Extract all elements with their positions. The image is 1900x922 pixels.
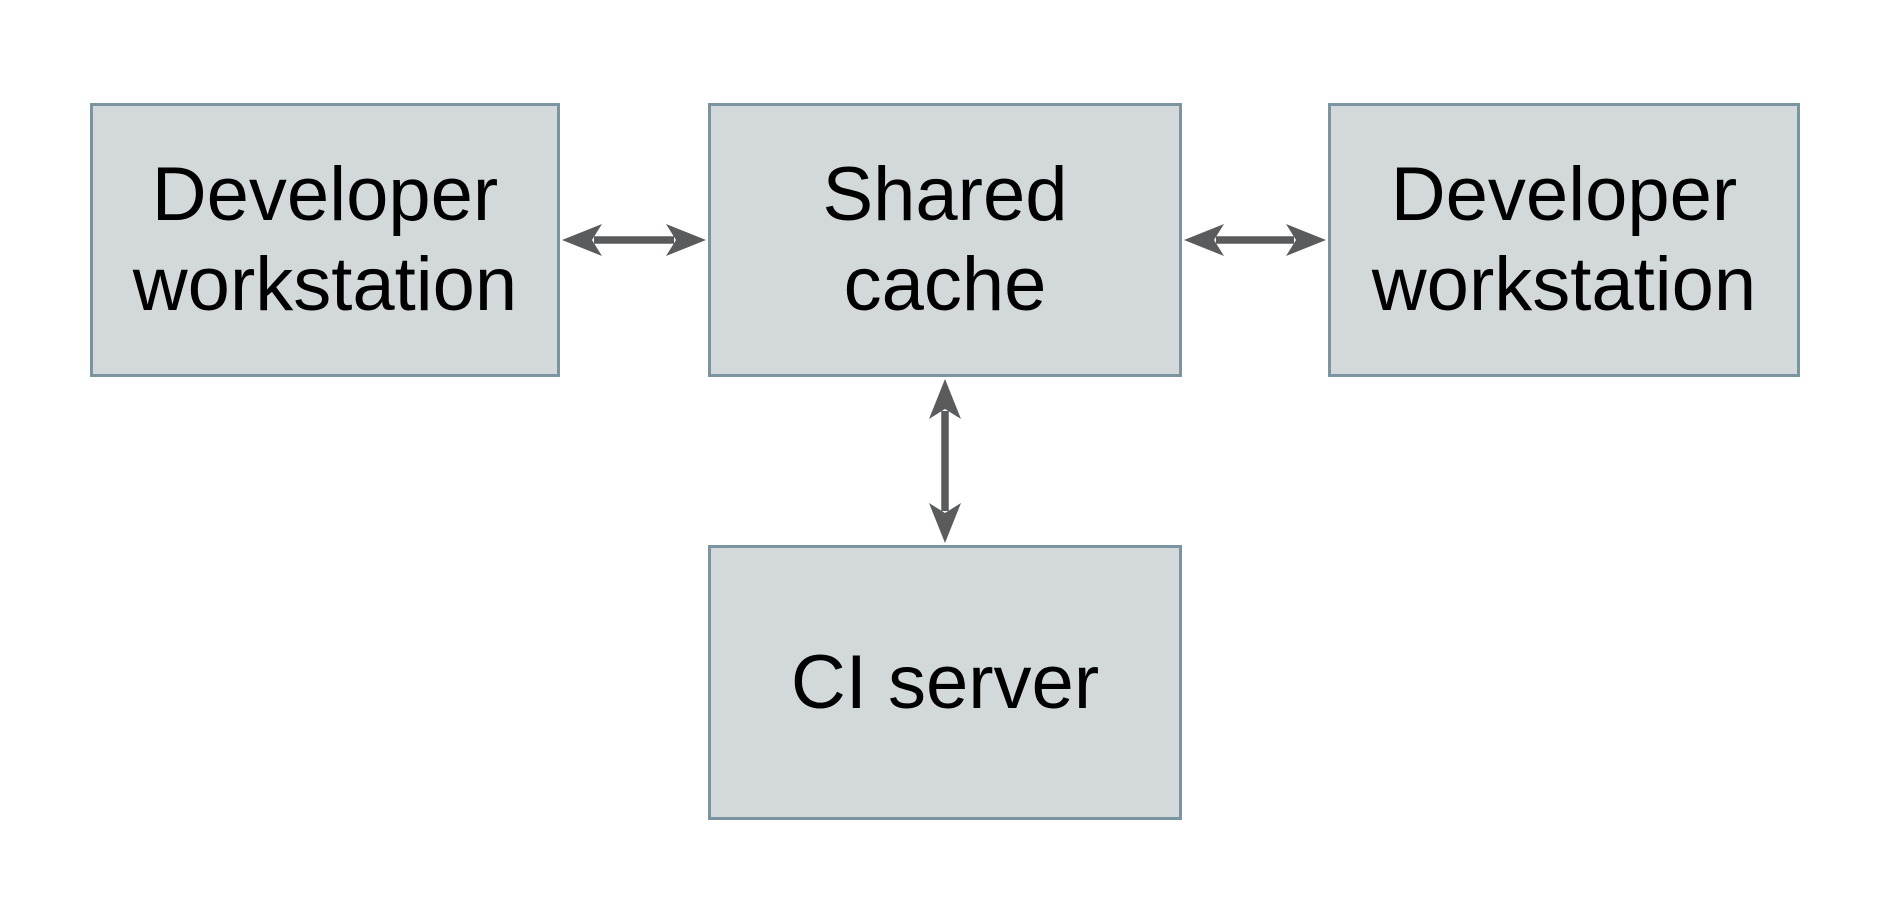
bidirectional-arrow-shared-cache-ci-server bbox=[929, 379, 961, 543]
node-developer-workstation-left: Developer workstation bbox=[90, 103, 560, 377]
bidirectional-arrow-shared-cache-right-workstation bbox=[1184, 224, 1326, 256]
node-label: Developer workstation bbox=[1371, 152, 1757, 327]
node-shared-cache: Shared cache bbox=[708, 103, 1182, 377]
node-ci-server: CI server bbox=[708, 545, 1182, 820]
bidirectional-arrow-left-workstation-shared-cache bbox=[562, 224, 706, 256]
node-label: Developer workstation bbox=[132, 152, 518, 327]
node-developer-workstation-right: Developer workstation bbox=[1328, 103, 1800, 377]
node-label: CI server bbox=[790, 639, 1100, 725]
node-label: Shared cache bbox=[822, 152, 1068, 327]
